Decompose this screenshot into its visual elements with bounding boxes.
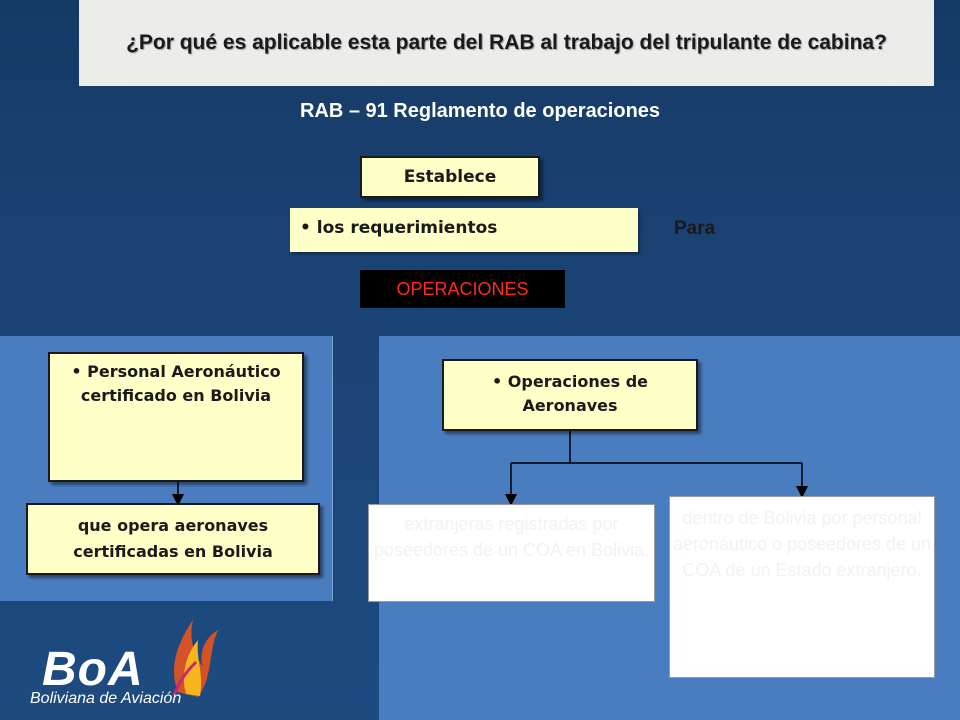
slide-title: ¿Por qué es aplicable esta parte del RAB… [126, 31, 887, 54]
requerimientos-text: los requerimientos [316, 218, 498, 238]
establece-box: Establece [360, 156, 540, 198]
boa-logo-wordmark: BoA [42, 643, 144, 696]
requerimientos-box: • los requerimientos [290, 208, 638, 252]
para-label: Para [674, 218, 716, 239]
boa-logo-flame-icon [172, 620, 218, 697]
operaciones-aeronaves-text: Operaciones de Aeronaves [507, 372, 648, 415]
dentro-de-bolivia-box: dentro de Bolivia por personal aeronáuti… [669, 496, 935, 678]
bullet: • [491, 372, 503, 391]
bullet: • [300, 218, 311, 238]
slide-subtitle: RAB – 91 Reglamento de operaciones [299, 100, 661, 122]
slide-header: ¿Por qué es aplicable esta parte del RAB… [79, 0, 934, 86]
personal-aeronautico-text: Personal Aeronáutico certificado en Boli… [80, 362, 281, 405]
operaciones-badge: OPERACIONES [360, 270, 565, 308]
extranjeras-box: extranjeras registradas por poseedores d… [368, 504, 655, 602]
personal-aeronautico-box: • Personal Aeronáutico certificado en Bo… [48, 352, 304, 482]
boa-logo-tagline: Boliviana de Aviación [30, 690, 182, 707]
bullet: • [71, 362, 82, 381]
que-opera-box: que opera aeronaves certificadas en Boli… [26, 503, 320, 575]
operaciones-aeronaves-box: • Operaciones de Aeronaves [442, 359, 698, 431]
